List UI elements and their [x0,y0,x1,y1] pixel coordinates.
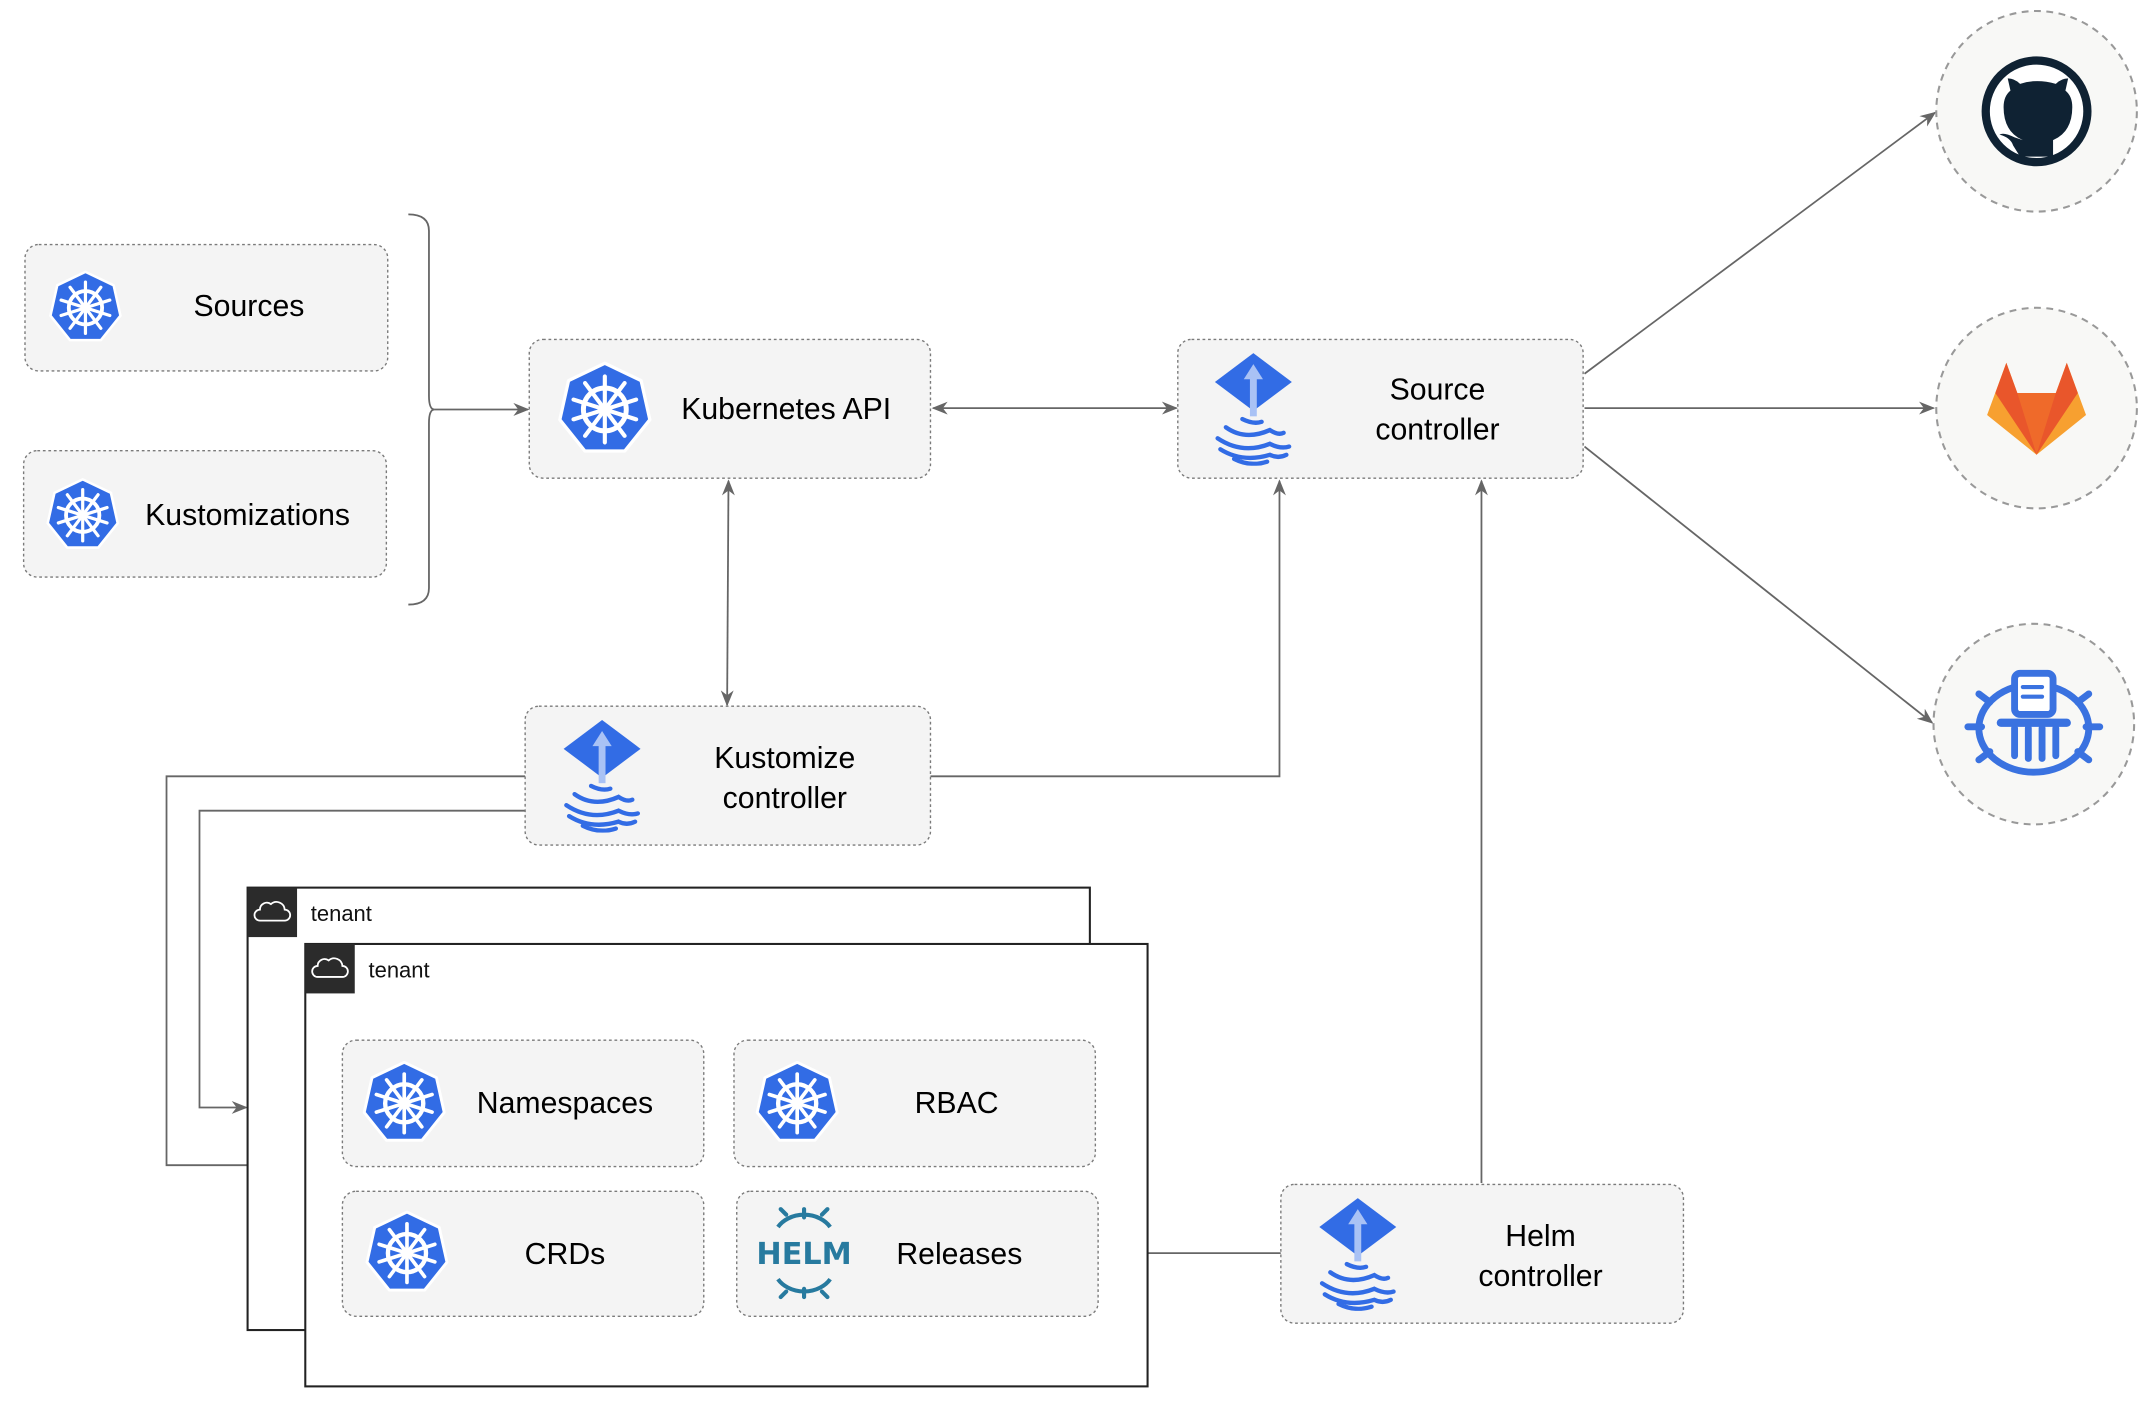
bucket-icon [1964,669,2104,776]
node-label-line2: controller [1375,414,1499,447]
node-label-line1: Helm [1505,1220,1576,1253]
node-label: Namespaces [477,1087,653,1120]
node-label-line2: controller [1478,1260,1602,1293]
node-helm-controller[interactable]: Helm controller [1280,1183,1685,1324]
gitlab-icon [1987,362,2087,455]
cloud-icon [311,957,349,978]
cloud-icon [253,901,291,922]
node-kustomize-controller[interactable]: Kustomize controller [524,705,932,846]
tenant-label: tenant [311,901,372,926]
node-label-line1: Source [1390,374,1486,407]
edge-api-kustomize-controller [720,479,735,707]
node-releases[interactable]: HELM Releases [736,1190,1099,1318]
node-kubernetes-api[interactable]: Kubernetes API [528,338,932,479]
edge-source-to-github [1583,111,1937,375]
node-label-line2: controller [723,782,847,815]
edge-kustomize-to-tenant-2 [165,775,526,1172]
node-namespaces[interactable]: Namespaces [341,1039,705,1168]
node-label: Releases [896,1238,1022,1271]
helm-logo-text: HELM [756,1237,851,1272]
node-crds[interactable]: CRDs [341,1190,705,1318]
node-label: RBAC [915,1087,999,1120]
node-sources[interactable]: Sources [24,243,389,372]
node-rbac[interactable]: RBAC [733,1039,1097,1168]
node-source-controller[interactable]: Source controller [1177,338,1584,479]
helm-icon: HELM [756,1207,852,1300]
tenant-label: tenant [369,958,430,983]
edge-kustomize-to-tenant-1 [198,809,526,1114]
gitlab-node[interactable] [1935,306,2138,510]
node-label: Sources [194,290,305,323]
node-label: Kustomizations [145,499,350,532]
github-icon [1981,56,2092,167]
node-kustomizations[interactable]: Kustomizations [22,449,388,578]
node-label: Kubernetes API [681,393,891,426]
edge-kustomize-to-source [930,479,1286,778]
github-node[interactable] [1935,9,2138,213]
group-brace [408,213,435,606]
bucket-node[interactable] [1932,622,2136,826]
edge-source-to-bucket [1583,445,1934,724]
node-label: CRDs [525,1238,606,1271]
node-label-line1: Kustomize [714,742,855,775]
